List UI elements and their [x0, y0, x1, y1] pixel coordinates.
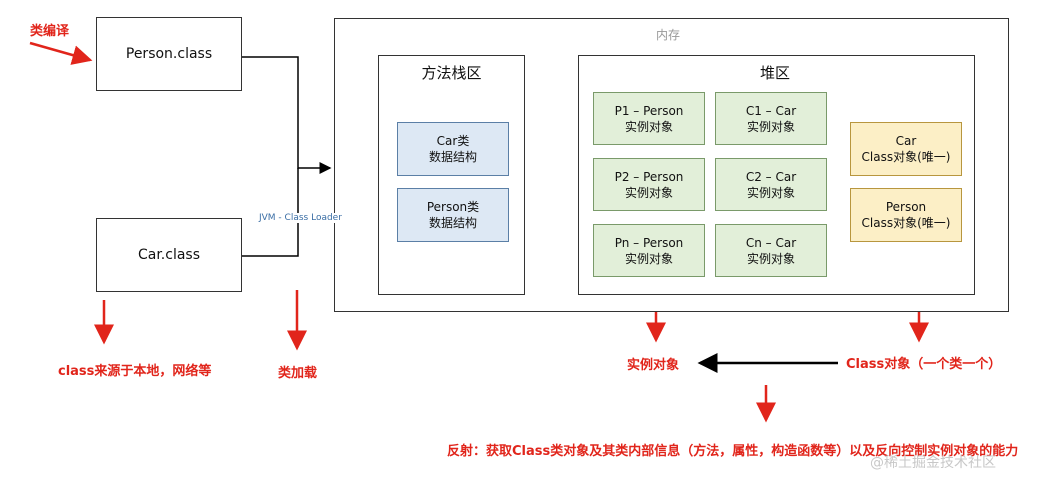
class-load-label: 类加载	[278, 366, 318, 381]
car-class-file: Car.class	[96, 218, 242, 292]
p1-instance: P1 – Person 实例对象	[593, 92, 705, 145]
car-struct-box: Car类 数据结构	[397, 122, 509, 176]
person-class-connector	[242, 56, 332, 174]
compile-arrow	[29, 41, 93, 65]
car-class-label: Car.class	[137, 247, 201, 263]
reflection-label: 反射：获取Class类对象及其类内部信息（方法，属性，构造函数等）以及反向控制实…	[447, 444, 1019, 459]
class-object-label: Class对象（一个类一个）	[846, 357, 1002, 372]
pn-instance: Pn – Person 实例对象	[593, 224, 705, 277]
c1-instance: C1 – Car 实例对象	[715, 92, 827, 145]
person-class-object: Person Class对象(唯一)	[850, 188, 962, 242]
person-class-label: Person.class	[125, 46, 213, 62]
jvm-loader-label: JVM - Class Loader	[257, 213, 344, 223]
person-class-file: Person.class	[96, 17, 242, 91]
method-area-title: 方法栈区	[421, 64, 482, 82]
c2-instance: C2 – Car 实例对象	[715, 158, 827, 211]
cn-instance: Cn – Car 实例对象	[715, 224, 827, 277]
instance-object-label: 实例对象	[627, 358, 680, 373]
car-class-connector	[242, 168, 299, 257]
p2-instance: P2 – Person 实例对象	[593, 158, 705, 211]
compile-label: 类编译	[30, 24, 70, 39]
watermark: @稀土掘金技术社区	[870, 455, 996, 471]
person-struct-box: Person类 数据结构	[397, 188, 509, 242]
class-source-label: class来源于本地，网络等	[58, 364, 212, 379]
heap-title: 堆区	[760, 64, 791, 82]
car-class-object: Car Class对象(唯一)	[850, 122, 962, 176]
memory-title: 内存	[656, 28, 681, 42]
